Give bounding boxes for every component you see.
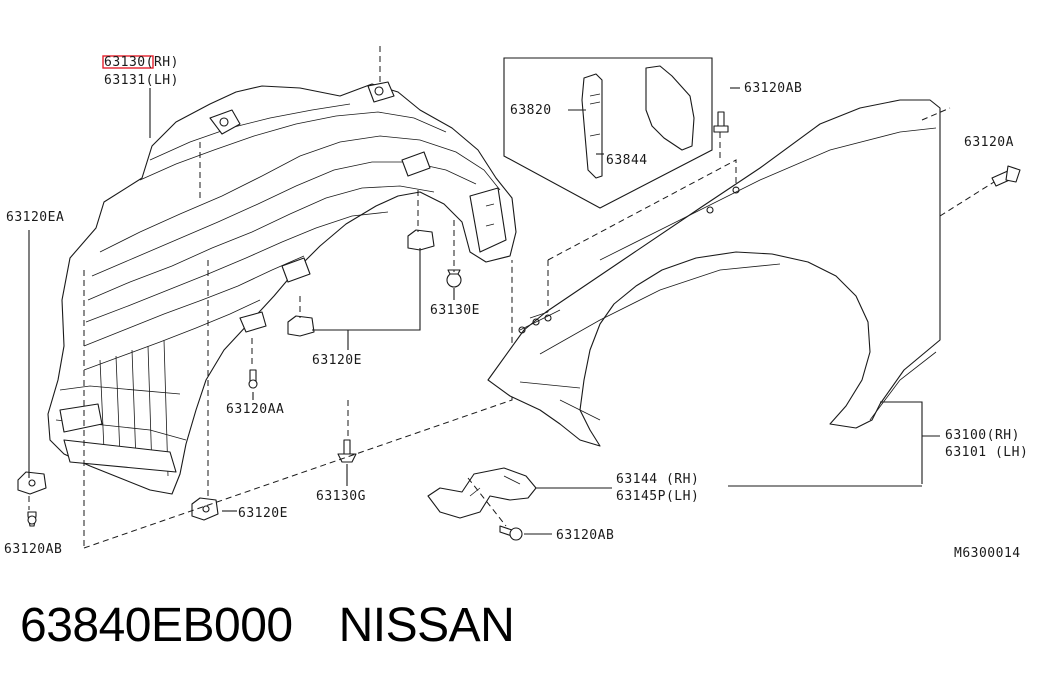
footer-caption: 63840EB000 NISSAN — [20, 598, 515, 668]
bolt-a-label: 63120A — [964, 135, 1014, 150]
part-number: 63840EB000 — [20, 599, 293, 652]
seal-inset-drawing — [503, 57, 713, 209]
grommet-e-label: 63130E — [430, 303, 480, 318]
clip-ea-label: 63120EA — [6, 210, 64, 225]
bracket-lh-label: 63145P(LH) — [616, 489, 699, 504]
clip-e-mid-label: 63120E — [312, 353, 362, 368]
fender-drawing — [487, 87, 995, 484]
liner-lh-label: 63131(LH) — [104, 73, 179, 88]
bracket-drawing — [427, 467, 922, 535]
fender-liner-drawing — [47, 81, 517, 495]
bolt-ab-top-label: 63120AB — [744, 81, 802, 96]
diagram-code-label: M6300014 — [954, 546, 1021, 561]
grommet-g-label: 63130G — [316, 489, 366, 504]
fender-rh-label: 63100(RH) — [945, 428, 1020, 443]
liner-rh-label: 63130(RH) — [104, 55, 179, 70]
parts-diagram: 63130(RH) 63131(LH) 63120EA 63120AB 6312… — [4, 46, 1028, 561]
clip-ab-left-label: 63120AB — [4, 542, 62, 557]
part-highlight-box — [102, 55, 154, 69]
brand-name: NISSAN — [338, 599, 515, 652]
clip-e-bottom-label: 63120E — [238, 506, 288, 521]
bracket-rh-label: 63144 (RH) — [616, 472, 699, 487]
fasteners-drawing — [17, 111, 1021, 541]
clip-aa-label: 63120AA — [226, 402, 284, 417]
bolt-ab-bottom-label: 63120AB — [556, 528, 614, 543]
seal-label: 63820 — [510, 103, 552, 118]
leader-lines-left — [28, 46, 513, 549]
seal-2-label: 63844 — [606, 153, 648, 168]
fender-lh-label: 63101 (LH) — [945, 445, 1028, 460]
